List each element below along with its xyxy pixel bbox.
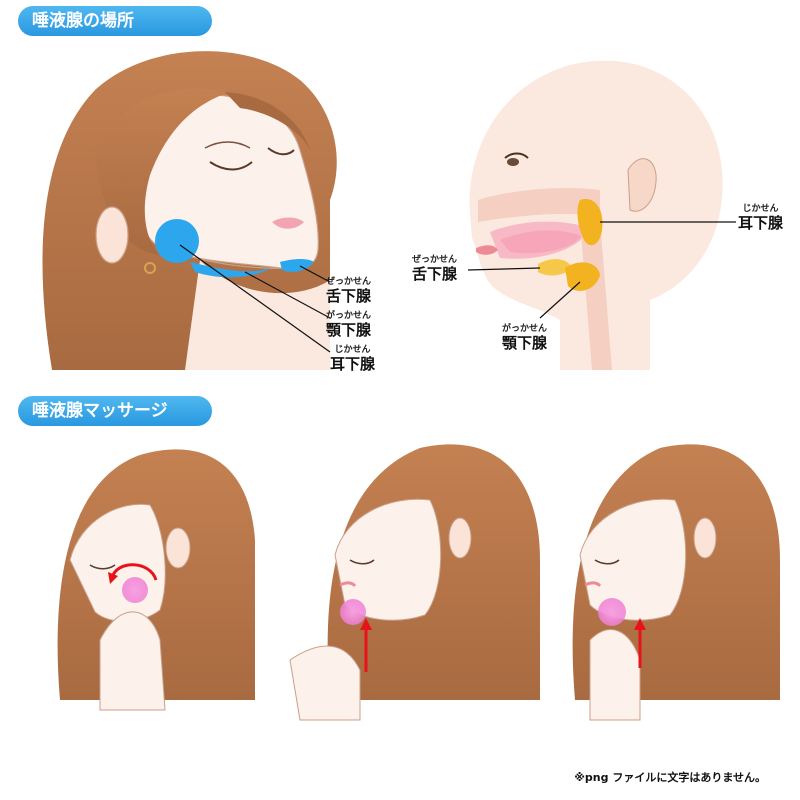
circular-arrow-icon (110, 563, 158, 581)
gland-name: 舌下腺 (326, 287, 372, 305)
label-front-sublingual: ぜっかせん 舌下腺 (326, 278, 371, 304)
gland-name: 耳下腺 (738, 214, 784, 232)
label-side-parotid: じかせん 耳下腺 (738, 205, 783, 231)
massage-spot-2 (340, 599, 366, 625)
gland-name: 舌下腺 (412, 265, 458, 283)
parotid-gland-front (155, 219, 199, 263)
sublingual-gland-side (538, 259, 572, 276)
massage-sublingual (289, 444, 540, 721)
submandibular-gland-side (565, 262, 600, 291)
ruby-text: じかせん (334, 345, 371, 355)
massage-submandibular (572, 444, 780, 721)
ruby-text: がっかせん (326, 311, 372, 321)
massage-parotid (57, 449, 256, 711)
ruby-text: ぜっかせん (412, 255, 458, 265)
gland-name: 顎下腺 (502, 334, 548, 352)
section-title-massage: 唾液腺マッサージ (18, 396, 212, 426)
front-view-woman (42, 51, 337, 370)
gland-name: 顎下腺 (326, 321, 372, 339)
parotid-gland-side (577, 199, 603, 246)
footnote: ※png ファイルに文字はありません。 (574, 771, 766, 784)
ruby-text: ぜっかせん (326, 277, 372, 287)
section-title-location: 唾液腺の場所 (18, 6, 212, 36)
label-side-sublingual: ぜっかせん 舌下腺 (412, 256, 457, 282)
gland-name: 耳下腺 (330, 355, 376, 373)
side-anatomy-view (467, 60, 736, 371)
label-front-parotid: じかせん 耳下腺 (330, 346, 375, 372)
massage-spot-3 (598, 598, 626, 626)
ruby-text: じかせん (742, 204, 779, 214)
up-arrow-icon-2 (634, 618, 646, 630)
submandibular-gland-front (190, 262, 270, 278)
up-arrow-icon (360, 618, 372, 630)
massage-spot-1 (122, 577, 148, 603)
label-side-submandibular: がっかせん 顎下腺 (502, 325, 547, 351)
ruby-text: がっかせん (502, 324, 548, 334)
label-front-submandibular: がっかせん 顎下腺 (326, 312, 371, 338)
